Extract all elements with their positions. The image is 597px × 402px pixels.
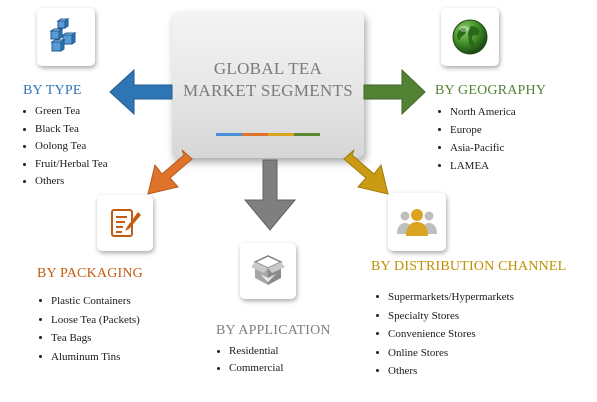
geography-icon-card [441, 8, 499, 66]
arrow-down-icon [243, 159, 297, 231]
list-item: Aluminum Tins [38, 348, 140, 367]
list-item: Loose Tea (Packets) [38, 311, 140, 330]
stripe-blue [216, 133, 242, 136]
packaging-icon-card [97, 195, 153, 251]
arrow-down-left-icon [147, 149, 193, 195]
document-pen-icon [111, 209, 141, 237]
list-item: Convenience Stores [375, 325, 514, 344]
center-title-line1: GLOBAL TEA [213, 59, 323, 78]
distribution-icon-card [388, 193, 446, 251]
distribution-heading: BY DISTRIBUTION CHANNEL [371, 259, 567, 274]
list-item: Online Stores [375, 344, 514, 363]
people-icon [397, 209, 437, 236]
list-item: Europe [437, 121, 516, 139]
list-item: Supermarkets/Hypermarkets [375, 288, 514, 307]
packaging-heading: BY PACKAGING [37, 266, 143, 281]
list-item: Residential [216, 343, 283, 360]
list-item: Fruit/Herbal Tea [22, 156, 108, 174]
list-item: Specialty Stores [375, 307, 514, 326]
type-heading: BY TYPE [23, 83, 82, 98]
stripe-orange [242, 133, 268, 136]
type-icon-card [37, 8, 95, 66]
center-box: GLOBAL TEA MARKET SEGMENTS [172, 12, 364, 158]
type-list: Green Tea Black Tea Oolong Tea Fruit/Her… [22, 103, 108, 191]
arrow-down-right-icon [343, 149, 389, 195]
packaging-list: Plastic Containers Loose Tea (Packets) T… [38, 292, 140, 366]
geography-list: North America Europe Asia-Pacific LAMEA [437, 103, 516, 175]
stripe-green [294, 133, 320, 136]
list-item: Others [22, 173, 108, 191]
list-item: Green Tea [22, 103, 108, 121]
cubes-icon [49, 18, 77, 52]
list-item: Plastic Containers [38, 292, 140, 311]
list-item: Oolong Tea [22, 138, 108, 156]
stripe-yellow [268, 133, 294, 136]
list-item: Others [375, 362, 514, 381]
arrow-left-icon [109, 68, 173, 116]
list-item: LAMEA [437, 157, 516, 175]
list-item: North America [437, 103, 516, 121]
box-icon [251, 255, 285, 285]
center-title: GLOBAL TEA MARKET SEGMENTS [172, 58, 364, 102]
application-heading: BY APPLICATION [216, 323, 331, 338]
distribution-list: Supermarkets/Hypermarkets Specialty Stor… [375, 288, 514, 381]
application-icon-card [240, 243, 296, 299]
list-item: Commercial [216, 360, 283, 377]
arrow-right-icon [363, 68, 426, 116]
geography-heading: BY GEOGRAPHY [435, 83, 547, 98]
application-list: Residential Commercial [216, 343, 283, 377]
center-title-line2: MARKET SEGMENTS [183, 81, 353, 100]
list-item: Black Tea [22, 121, 108, 139]
globe-icon [452, 19, 488, 55]
list-item: Asia-Pacific [437, 139, 516, 157]
list-item: Tea Bags [38, 329, 140, 348]
